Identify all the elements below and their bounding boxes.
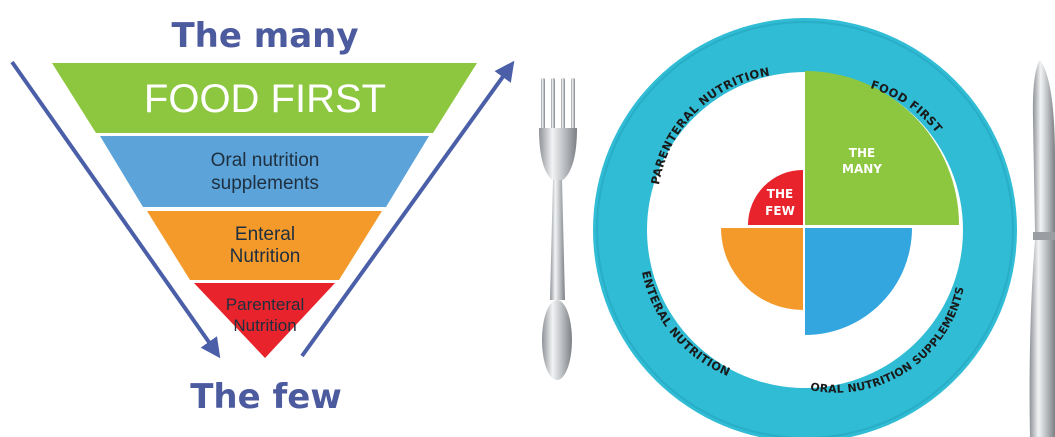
plate: THE MANY THE FEW PARENTERAL NUTRITION FO… xyxy=(593,18,1017,437)
segment-few-label-line2: FEW xyxy=(765,204,795,218)
arrow-up xyxy=(300,60,515,358)
tier-oral-label-line2: supplements xyxy=(211,173,319,194)
segment-the-few xyxy=(748,170,803,225)
arrow-down xyxy=(10,60,221,359)
tier-parenteral-label-line1: Parenteral xyxy=(226,295,304,314)
tier-enteral-label-line1: Enteral xyxy=(235,224,295,245)
pyramid-bottom-caption: The few xyxy=(190,377,342,417)
segment-many-label-line1: THE xyxy=(849,146,875,160)
tier-oral-label-line1: Oral nutrition xyxy=(211,150,320,171)
fork-image xyxy=(539,78,577,380)
segment-oral xyxy=(805,228,912,335)
knife-image xyxy=(1029,60,1055,437)
tier-parenteral-label-line2: Nutrition xyxy=(233,316,296,335)
tier-food-first-label: FOOD FIRST xyxy=(144,77,386,121)
segment-many-label-line2: MANY xyxy=(842,162,882,176)
segment-enteral xyxy=(721,228,803,310)
pyramid: The many FOOD FIRST Oral nutrition suppl… xyxy=(10,16,515,417)
tier-food-first xyxy=(52,63,477,133)
pyramid-top-caption: The many xyxy=(171,16,358,56)
segment-few-label-line1: THE xyxy=(767,187,793,201)
tier-enteral-label-line2: Nutrition xyxy=(230,246,301,267)
tier-oral-supplements xyxy=(100,136,429,207)
tier-enteral xyxy=(147,211,382,280)
segment-the-many xyxy=(805,71,959,225)
tier-parenteral xyxy=(194,283,335,358)
